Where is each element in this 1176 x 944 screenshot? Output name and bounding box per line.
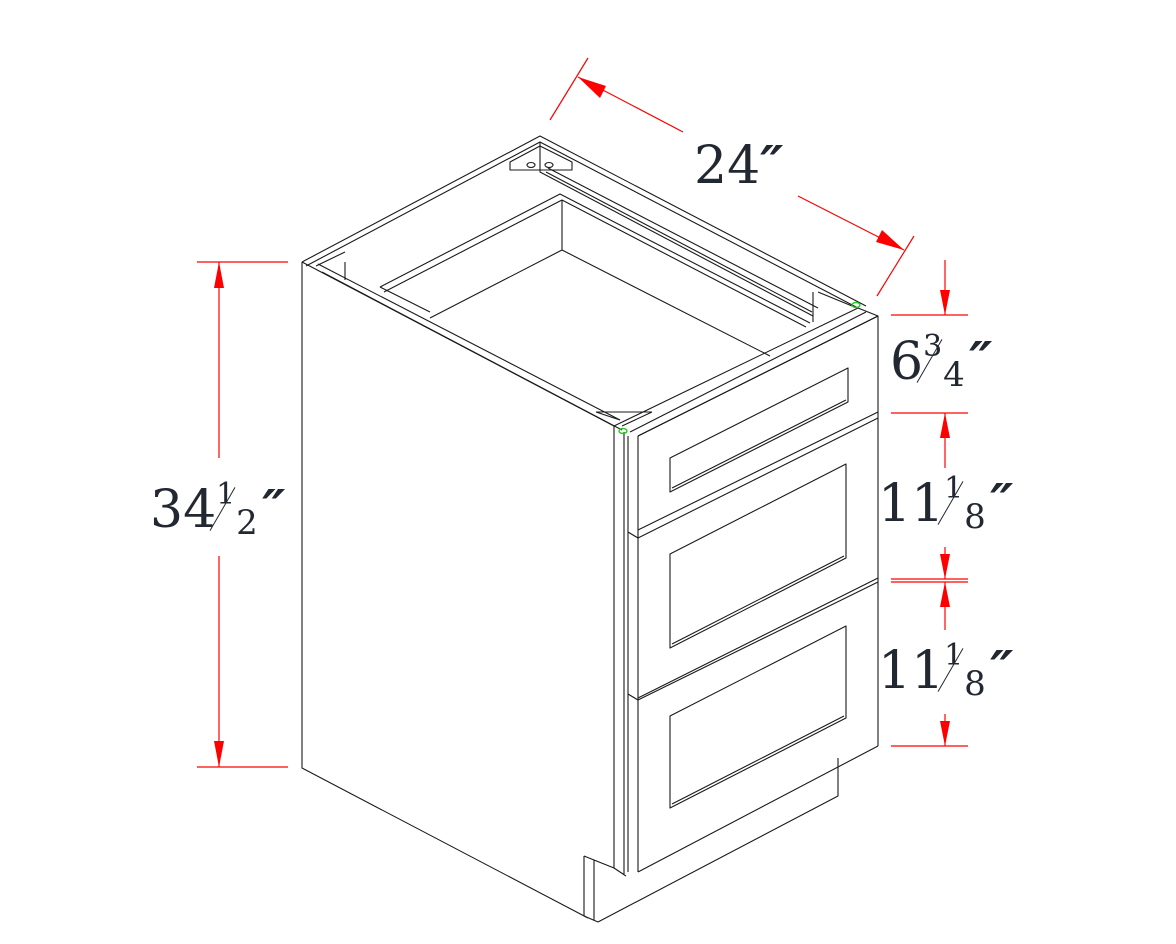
cabinet-body [301,135,879,923]
corner-marker-back [851,301,861,309]
inch-mark: ″ [969,331,993,392]
side-top-edge [301,135,867,307]
inch-mark: ″ [760,135,784,196]
drawer-dimension-lines [891,260,968,747]
face-frame-stile [613,426,639,877]
drawer-front-bottom [627,581,879,873]
inch-mark: ″ [990,640,1014,701]
face-frame-top [613,307,879,437]
corner-marker-front [618,427,628,435]
inch-mark: ″ [990,473,1014,534]
depth-label: 24″ [694,140,783,193]
drawer-front-middle [627,417,879,699]
depth-dimension-line [549,57,915,297]
toe-kick [583,758,839,923]
inch-mark: ″ [262,479,286,540]
height-whole: 34 [150,480,217,540]
drawer-front-top [637,315,879,531]
bottom-drawer-whole: 11 [878,641,945,701]
middle-drawer-whole: 11 [878,474,945,534]
top-drawer-whole: 6 [890,332,924,392]
corner-bracket [509,145,573,171]
depth-value: 24 [694,136,761,196]
height-dimension-line [197,261,288,768]
drawer-box [379,193,811,427]
left-side-panel [301,262,589,919]
